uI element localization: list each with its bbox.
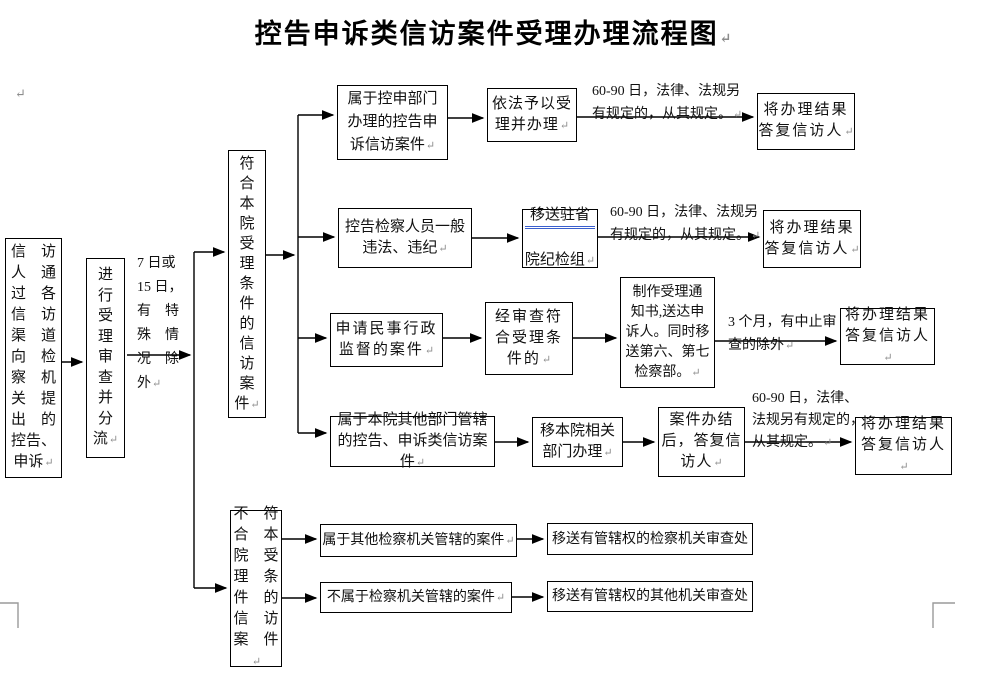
paragraph-mark-icon: ↵ bbox=[559, 119, 570, 132]
node-b4-transfer-related-dept: 移本院相关 部门办理↵ bbox=[532, 417, 623, 467]
paragraph-mark-icon: ↵ bbox=[733, 109, 743, 121]
paragraph-mark-icon: ↵ bbox=[785, 340, 795, 352]
paragraph-mark-icon: ↵ bbox=[899, 461, 909, 473]
node-b1-reply-result: 将办理结果 答复信访人↵ bbox=[757, 93, 855, 150]
label-review-duration-text: 7 日或 15 日， 有 特 殊 情 况 除 外 bbox=[137, 256, 183, 391]
paragraph-mark-icon: ↵ bbox=[541, 353, 552, 366]
node-b5-transfer-to-procuratorate-text: 移送有管辖权的检察机关审查处 bbox=[552, 531, 748, 547]
node-b1-accept-and-handle-text: 依法予以受 理并办理 bbox=[491, 95, 572, 133]
paragraph-mark-icon: ↵ bbox=[603, 446, 613, 459]
node-b4-reply-after-closing: 案件办结 后，答复信 访人↵ bbox=[658, 407, 745, 477]
paragraph-mark-icon: ↵ bbox=[425, 139, 436, 152]
node-b1-accept-and-handle: 依法予以受 理并办理↵ bbox=[487, 88, 577, 142]
label-b1-deadline: 60-90 日，法律、法规另 有规定的，从其规定。↵ bbox=[592, 57, 790, 127]
node-b2-prosecutor-misconduct: 控告检察人员一般 违法、违纪↵ bbox=[338, 208, 472, 268]
paragraph-mark-icon: ↵ bbox=[505, 534, 515, 547]
node-b3-civil-admin-supervision: 申请民事行政 监督的案件↵ bbox=[330, 313, 443, 367]
node-qualified-cases: 符 合 本 院 受 理 条 件 的 信 访 案 件↵ bbox=[228, 150, 266, 418]
node-b1-kongshen-dept-case-text: 属于控申部门 办理的控告申 诉信访案件 bbox=[347, 90, 438, 153]
paragraph-mark-icon: ↵ bbox=[585, 255, 596, 267]
node-b3-issue-acceptance-notice-text: 制作受理通 知书,送达申 诉人。同时移 送第六、第七 检察部。 bbox=[625, 284, 710, 380]
node-b4-reply-result-text: 将办理结果 答复信访人 bbox=[860, 416, 946, 453]
node-b2-prosecutor-misconduct-text: 控告检察人员一般 违法、违纪 bbox=[344, 218, 465, 256]
paragraph-mark-icon: ↵ bbox=[438, 242, 448, 255]
node-b4-other-dept-case-text: 属于本院其他部门管辖 的控告、申诉类信访案件 bbox=[337, 411, 488, 470]
paragraph-mark-icon: ↵ bbox=[823, 437, 833, 449]
node-b2-reply-result-text: 将办理结果 答复信访人 bbox=[764, 219, 855, 257]
node-qualified-cases-text: 符 合 本 院 受 理 条 件 的 信 访 案 件 bbox=[234, 155, 255, 412]
node-unqualified-cases: 不 符 合 本 院 受 理 条 件 的 信 访 案 件 ↵ bbox=[230, 506, 282, 668]
flowchart-title: 控告申诉类信访案件受理办理流程图↵ bbox=[0, 12, 986, 51]
node-b6-non-procuratorate-case: 不属于检察机关管辖的案件↵ bbox=[320, 582, 512, 613]
paragraph-mark-icon: ↵ bbox=[719, 32, 732, 47]
node-b6-transfer-to-other-organ-text: 移送有管辖权的其他机关审查处 bbox=[552, 589, 748, 604]
node-b4-other-dept-case: 属于本院其他部门管辖 的控告、申诉类信访案件↵ bbox=[330, 412, 495, 470]
node-b3-reply-result: 将办理结果 答复信访人 ↵ bbox=[840, 306, 935, 365]
node-b1-reply-result-text: 将办理结果 答复信访人 bbox=[758, 102, 849, 139]
label-b2-deadline: 60-90 日，法律、法规另 有规定的，从其规定。↵ bbox=[610, 178, 808, 248]
label-b3-deadline-text: 3 个月，有中止审 查的除外 bbox=[728, 315, 837, 353]
paragraph-mark-icon: ↵ bbox=[850, 243, 860, 256]
paragraph-mark-icon: ↵ bbox=[251, 656, 262, 668]
paragraph-mark-icon: ↵ bbox=[15, 86, 26, 101]
paragraph-mark-icon: ↵ bbox=[152, 378, 162, 390]
label-b4-deadline: 60-90 日，法律、 法规另有规定的， 从其规定。↵ bbox=[752, 366, 890, 454]
paragraph-mark-icon: ↵ bbox=[713, 457, 723, 469]
paragraph-mark-icon: ↵ bbox=[691, 366, 701, 379]
node-review-and-triage: 进 行 受 理 审 查 并 分 流↵ bbox=[86, 258, 125, 458]
node-b2-transfer-line2: 院纪检组 bbox=[524, 252, 585, 268]
node-petition-source: 信 访 人 通 过 各 信 访 渠 道 向 检 察 机 关 提 出 的 控告、 … bbox=[5, 238, 62, 478]
margin-crop-mark-bottom-left bbox=[0, 602, 19, 628]
node-b2-transfer-line1: 移送驻省 bbox=[524, 205, 596, 229]
label-b4-deadline-text: 60-90 日，法律、 法规另有规定的， 从其规定。 bbox=[752, 391, 864, 450]
node-b3-civil-admin-supervision-text: 申请民事行政 监督的案件 bbox=[335, 320, 438, 358]
paragraph-mark-icon: ↵ bbox=[751, 230, 761, 242]
label-b3-deadline: 3 个月，有中止审 查的除外↵ bbox=[728, 288, 860, 358]
node-b2-reply-result: 将办理结果 答复信访人↵ bbox=[763, 210, 861, 268]
margin-crop-mark-bottom-right bbox=[932, 602, 955, 628]
node-b5-transfer-to-procuratorate: 移送有管辖权的检察机关审查处 bbox=[547, 523, 753, 555]
node-b3-issue-acceptance-notice: 制作受理通 知书,送达申 诉人。同时移 送第六、第七 检察部。↵ bbox=[620, 277, 715, 388]
node-b5-other-procuratorate-case-text: 属于其他检察机关管辖的案件 bbox=[322, 532, 505, 548]
node-b3-meets-conditions: 经审查符 合受理条 件的↵ bbox=[485, 302, 573, 375]
node-unqualified-cases-text: 不 符 合 本 院 受 理 条 件 的 信 访 案 件 bbox=[233, 506, 279, 648]
paragraph-mark-icon: ↵ bbox=[495, 591, 506, 604]
paragraph-mark-icon: ↵ bbox=[424, 344, 435, 357]
node-b2-transfer-discipline-group: 移送驻省 院纪检组↵ bbox=[522, 207, 598, 268]
node-b6-transfer-to-other-organ: 移送有管辖权的其他机关审查处 bbox=[547, 581, 753, 612]
paragraph-mark-icon: ↵ bbox=[883, 351, 893, 364]
paragraph-mark-icon: ↵ bbox=[844, 126, 854, 138]
label-review-duration: 7 日或 15 日， 有 特 殊 情 况 除 外↵ bbox=[137, 228, 229, 396]
node-b1-kongshen-dept-case: 属于控申部门 办理的控告申 诉信访案件↵ bbox=[337, 85, 448, 160]
paragraph-mark-icon: ↵ bbox=[108, 434, 119, 447]
flowchart-title-text: 控告申诉类信访案件受理办理流程图 bbox=[254, 19, 719, 49]
node-b3-reply-result-text: 将办理结果 答复信访人 bbox=[844, 306, 930, 344]
node-b4-reply-after-closing-text: 案件办结 后，答复信 访人 bbox=[661, 412, 742, 470]
node-b5-other-procuratorate-case: 属于其他检察机关管辖的案件↵ bbox=[320, 524, 517, 557]
node-b4-transfer-related-dept-text: 移本院相关 部门办理 bbox=[539, 422, 615, 460]
paragraph-mark-icon: ↵ bbox=[250, 398, 260, 411]
node-petition-source-text: 信 访 人 通 过 各 信 访 渠 道 向 检 察 机 关 提 出 的 控告、 … bbox=[10, 244, 56, 470]
node-review-and-triage-text: 进 行 受 理 审 查 并 分 流 bbox=[92, 267, 113, 448]
node-b6-non-procuratorate-case-text: 不属于检察机关管辖的案件 bbox=[326, 589, 495, 605]
node-b3-meets-conditions-text: 经审查符 合受理条 件的 bbox=[494, 308, 563, 367]
paragraph-mark-icon: ↵ bbox=[415, 456, 426, 469]
paragraph-mark-icon: ↵ bbox=[44, 457, 54, 469]
label-b2-deadline-text: 60-90 日，法律、法规另 有规定的，从其规定。 bbox=[610, 205, 759, 243]
label-b1-deadline-text: 60-90 日，法律、法规另 有规定的，从其规定。 bbox=[592, 84, 741, 122]
node-b4-reply-result: 将办理结果 答复信访人 ↵ bbox=[855, 416, 952, 475]
